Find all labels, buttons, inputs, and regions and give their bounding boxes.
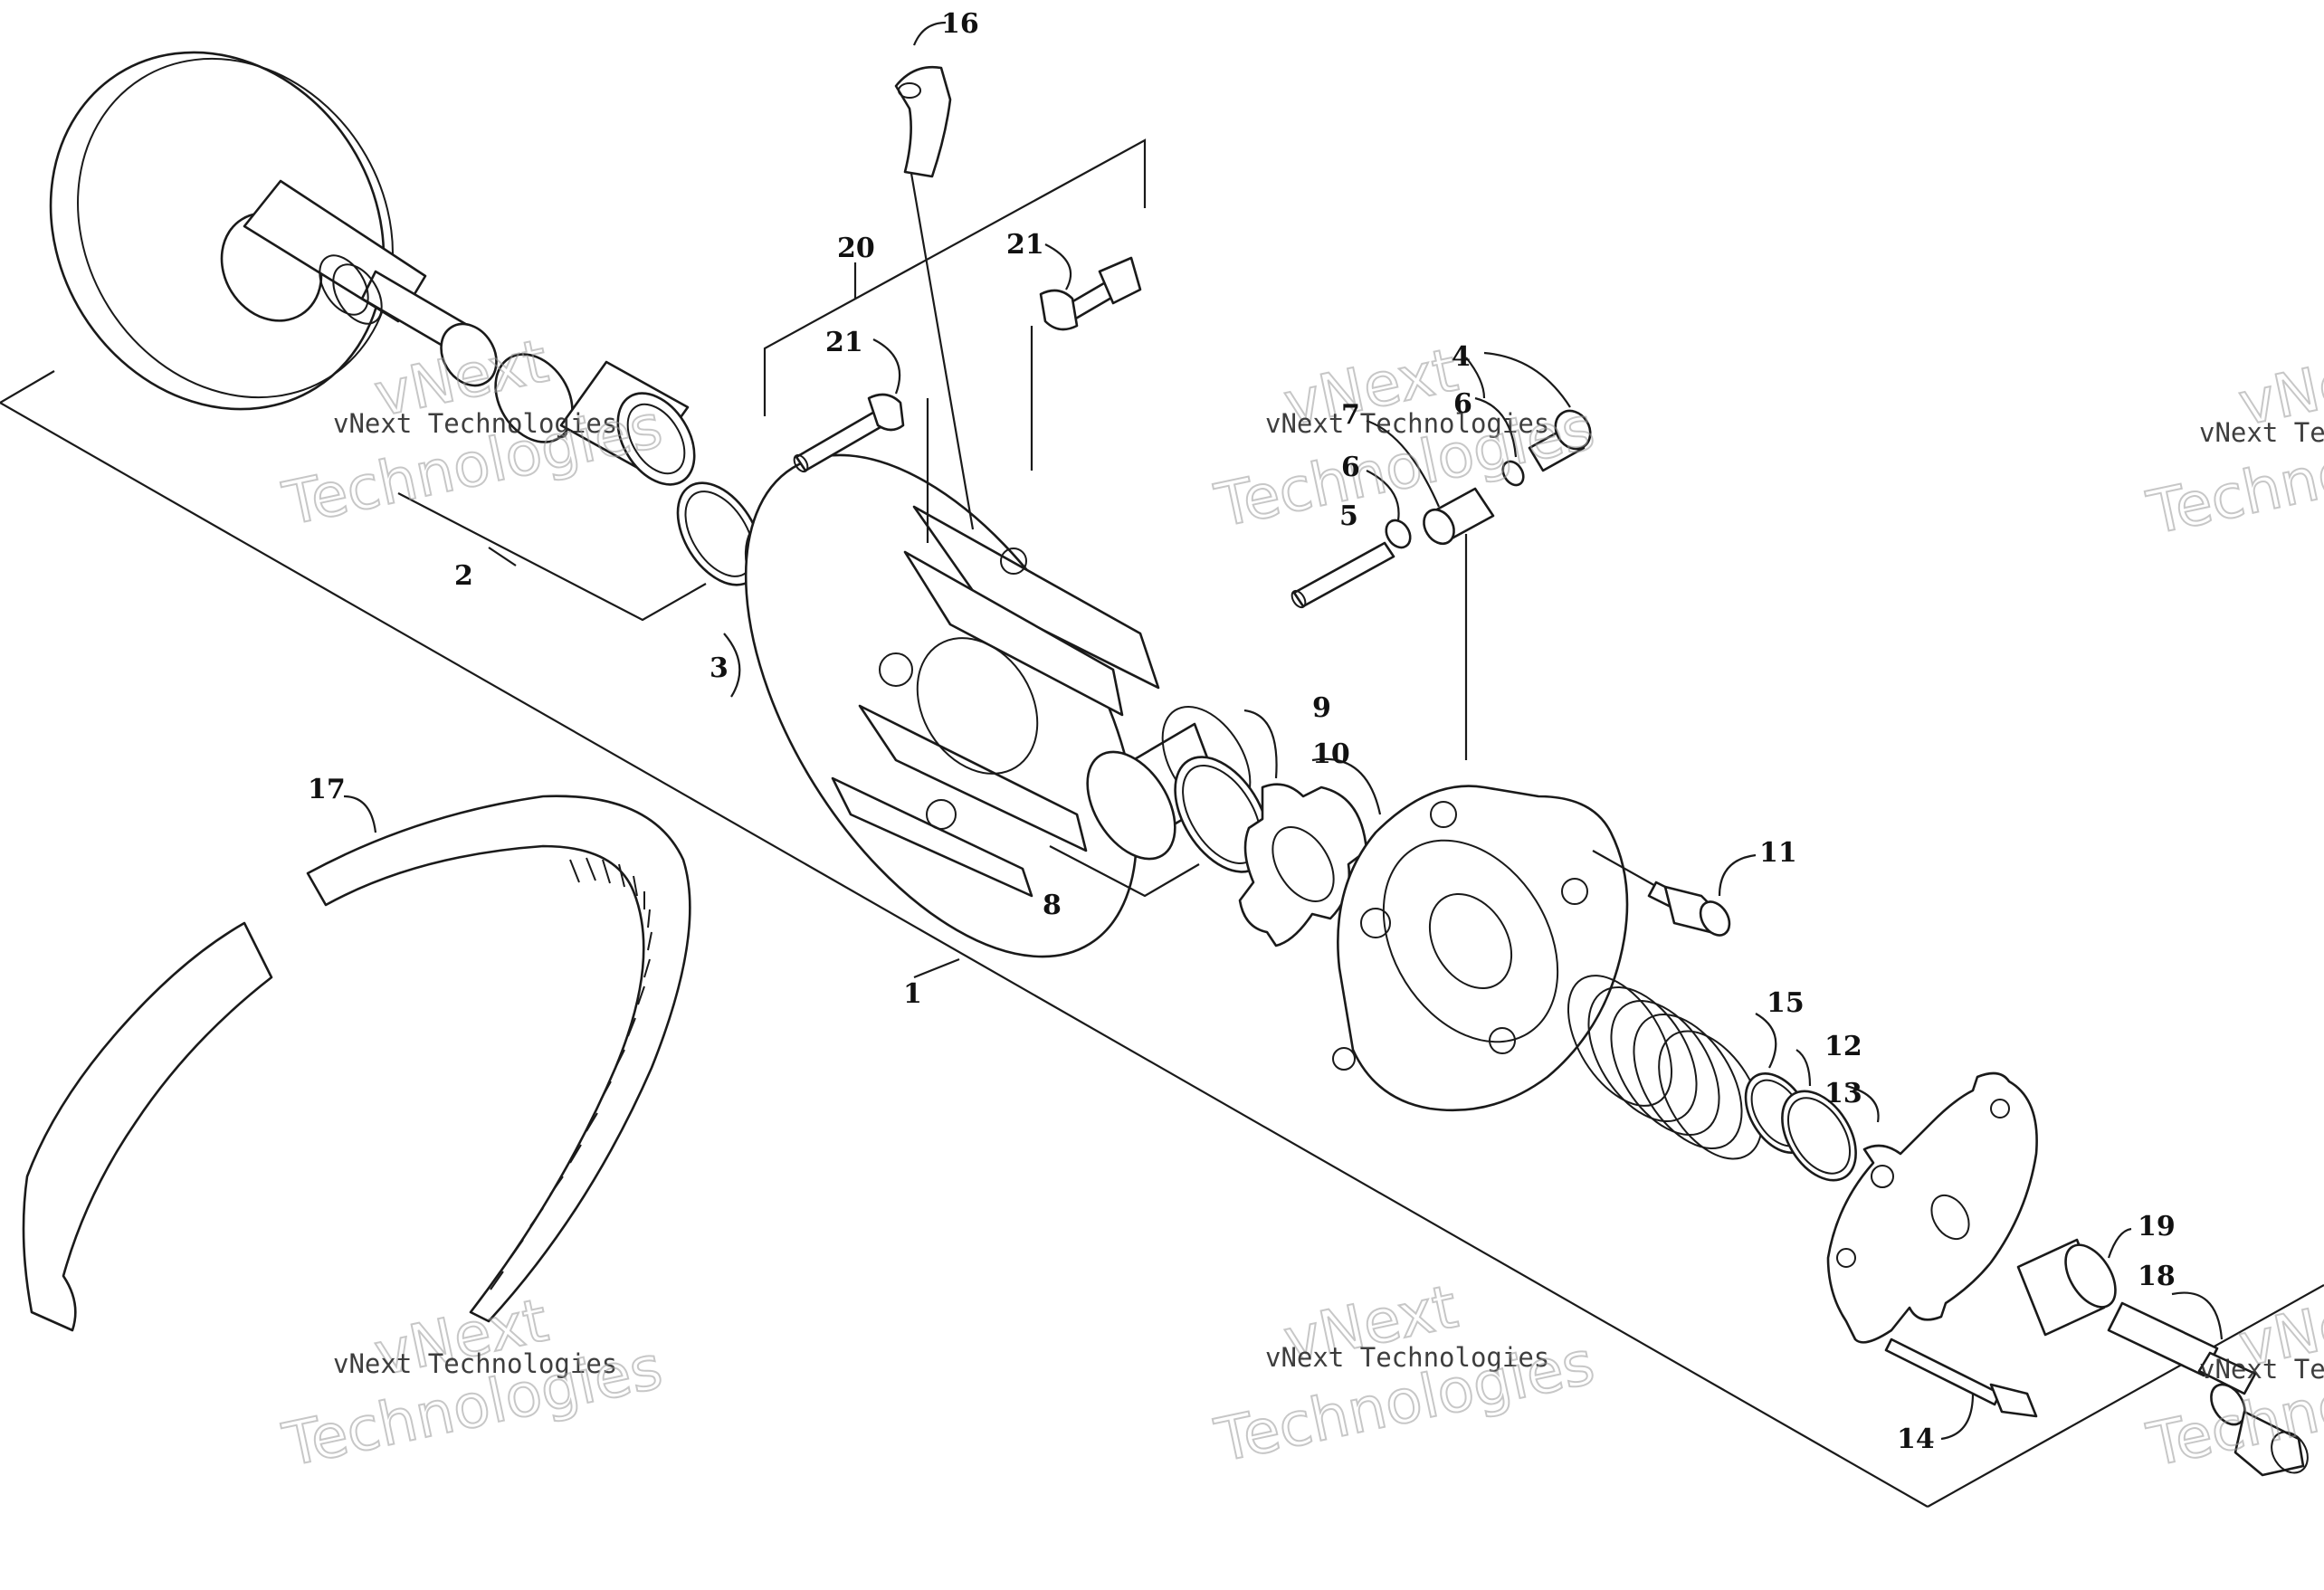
sleeve-and-shaft-part (2016, 1227, 2309, 1477)
bolt-and-clip-top (1039, 243, 1142, 331)
callout-10: 10 (1312, 738, 1350, 770)
watermark-4: vNext vNext Technologies Technologies (276, 1284, 669, 1481)
bushing-ring-washer (1049, 705, 1382, 947)
callout-labels: 1 2 3 4 5 6 6 7 8 9 10 11 12 13 14 15 16… (308, 8, 2176, 1455)
callout-8: 8 (1043, 890, 1062, 921)
bracket-20 (763, 138, 1147, 543)
callout-15: 15 (1767, 987, 1805, 1019)
callout-11: 11 (1759, 837, 1797, 869)
moveable-sheave-part (744, 453, 1160, 958)
pin-and-clip-left (793, 338, 905, 473)
svg-text:vNext Technologies: vNext Technologies (333, 1348, 617, 1379)
callout-17: 17 (308, 774, 346, 805)
callout-20: 20 (837, 233, 875, 264)
bushing-and-rings-part (397, 353, 763, 622)
svg-text:vNext Technologies: vNext Technologies (1265, 408, 1549, 439)
callout-19: 19 (2138, 1211, 2176, 1242)
callout-9: 9 (1312, 692, 1331, 724)
watermark-6: vNext vNext Technologies Technologies (2140, 1275, 2324, 1481)
svg-text:vNext Technologies: vNext Technologies (333, 408, 617, 439)
watermark-5: vNext vNext Technologies Technologies (1208, 1271, 1601, 1477)
svg-text:vNext Technologies: vNext Technologies (1265, 1342, 1549, 1373)
callout-7: 7 (1341, 399, 1360, 431)
callout-3: 3 (710, 652, 729, 684)
svg-text:vNext Technologies: vNext Technologies (2199, 1354, 2324, 1385)
callout-14: 14 (1897, 1423, 1935, 1455)
roller-pin-and-bushing (1291, 351, 1592, 760)
leader-lines (488, 357, 1486, 979)
callout-6b: 6 (1341, 452, 1360, 483)
spring-part (1567, 975, 1777, 1160)
callout-16: 16 (941, 8, 979, 40)
bolt-14-part (1884, 1338, 2038, 1441)
cover-housing-part (1332, 785, 1666, 1112)
bolt-11-part (1647, 853, 1757, 937)
callout-12: 12 (1824, 1031, 1862, 1062)
callout-1: 1 (903, 978, 922, 1010)
watermark-3: vNext vNext Technologies Technologies (2140, 334, 2324, 549)
cam-arm-part (894, 21, 952, 178)
fixed-sheave-part (49, 51, 498, 411)
callout-18: 18 (2138, 1261, 2176, 1292)
drive-belt-part (22, 795, 691, 1332)
spring-cup-part (1826, 1071, 2038, 1344)
callout-21a: 21 (1006, 229, 1044, 261)
assembly-bracket-line (0, 370, 2324, 1508)
callout-21b: 21 (825, 327, 863, 358)
callout-13: 13 (1824, 1078, 1862, 1109)
callout-4: 4 (1452, 341, 1471, 373)
callout-6a: 6 (1453, 388, 1472, 420)
callout-2: 2 (454, 560, 473, 592)
callout-5: 5 (1339, 500, 1358, 532)
watermark-2: vNext vNext Technologies Technologies (1208, 334, 1601, 542)
svg-text:vNext Technologies: vNext Technologies (2199, 417, 2324, 448)
snap-rings-part (1744, 1049, 1880, 1182)
